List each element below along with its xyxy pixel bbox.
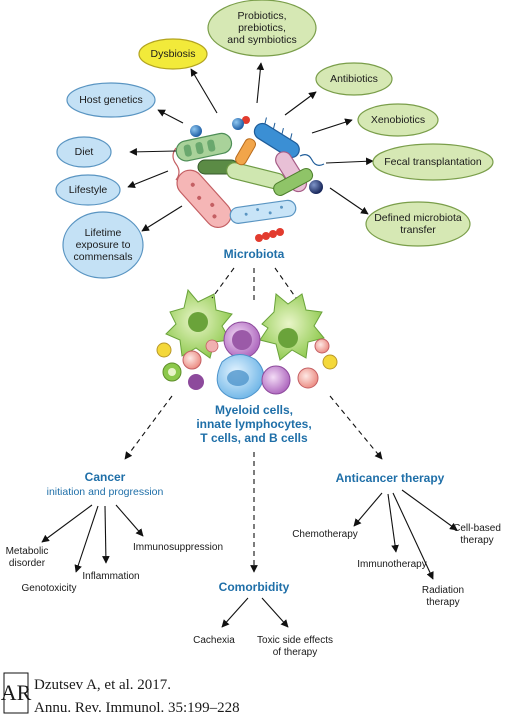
microbiota-illustration [172,116,325,242]
fecal-transplantation-bubble-label: Fecal transplantation [384,156,482,168]
antibiotics-bubble: Antibiotics [315,62,393,96]
antibiotics-bubble-label: Antibiotics [330,73,378,85]
immunosuppression-label: Immunosuppression [133,542,223,553]
dysbiosis-bubble-label: Dysbiosis [151,48,196,60]
annual-reviews-logo: AR [1,672,32,714]
fecal-transplantation-bubble: Fecal transplantation [372,143,494,181]
citation-line-2: Annu. Rev. Immunol. 35:199–228 [34,700,240,716]
diet-bubble-label: Diet [75,146,94,158]
probiotics-bubble: Probiotics,prebiotics,and symbiotics [207,0,317,57]
immunotherapy-label: Immunotherapy [357,559,426,570]
host-genetics-bubble: Host genetics [66,82,156,118]
lifestyle-bubble: Lifestyle [55,174,121,206]
immune-cells-illustration [156,288,338,400]
citation-line-1: Dzutsev A, et al. 2017. [34,677,171,693]
host-genetics-bubble-label: Host genetics [79,94,143,106]
inflammation-label: Inflammation [82,571,139,582]
microbiota-label: Microbiota [224,247,285,261]
anticancer-therapy-title: Anticancer therapy [336,471,445,485]
arrows [41,62,458,628]
comorbidity-title: Comorbidity [219,580,290,594]
chemotherapy-label: Chemotherapy [292,529,358,540]
cachexia-label: Cachexia [193,635,235,646]
immune-cells-label: Myeloid cells,innate lymphocytes,T cells… [196,403,311,445]
xenobiotics-bubble-label: Xenobiotics [371,114,425,126]
annual-reviews-logo-text: AR [1,680,32,705]
probiotics-bubble-label: Probiotics,prebiotics,and symbiotics [227,10,296,46]
dysbiosis-bubble: Dysbiosis [138,38,208,70]
xenobiotics-bubble: Xenobiotics [357,103,439,137]
cancer-subtitle: initiation and progression [47,486,164,498]
cancer-title: Cancer [85,470,126,484]
lifestyle-bubble-label: Lifestyle [69,184,108,196]
diet-bubble: Diet [56,136,112,168]
genotoxicity-label: Genotoxicity [21,583,76,594]
